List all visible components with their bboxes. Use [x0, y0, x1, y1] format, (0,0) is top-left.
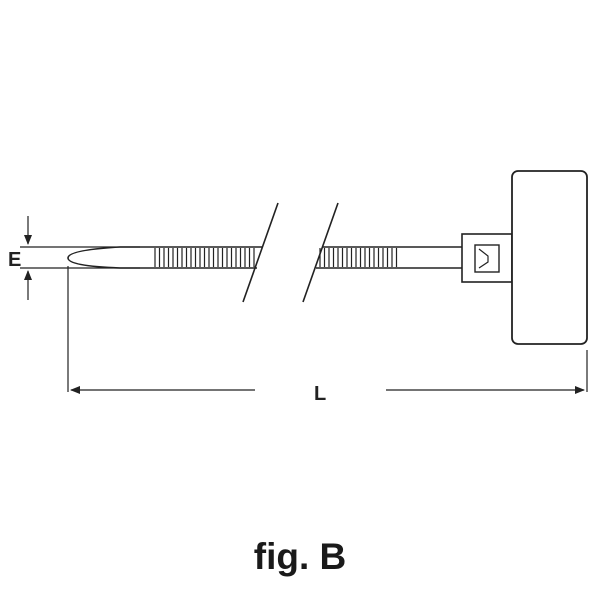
marker-tag [511, 170, 588, 345]
locking-pawl [478, 248, 489, 269]
serration-teeth-left [154, 248, 255, 267]
length-dimension [67, 266, 588, 394]
height-label: E [8, 249, 21, 271]
figure-caption: fig. B [253, 536, 347, 577]
serration-teeth-right [319, 248, 398, 267]
break-line-left [242, 202, 279, 303]
locking-head-slot [474, 244, 500, 273]
strap-tip [67, 246, 262, 269]
height-dimension [20, 216, 140, 300]
strap-body [316, 246, 462, 269]
length-label: L [314, 383, 326, 405]
